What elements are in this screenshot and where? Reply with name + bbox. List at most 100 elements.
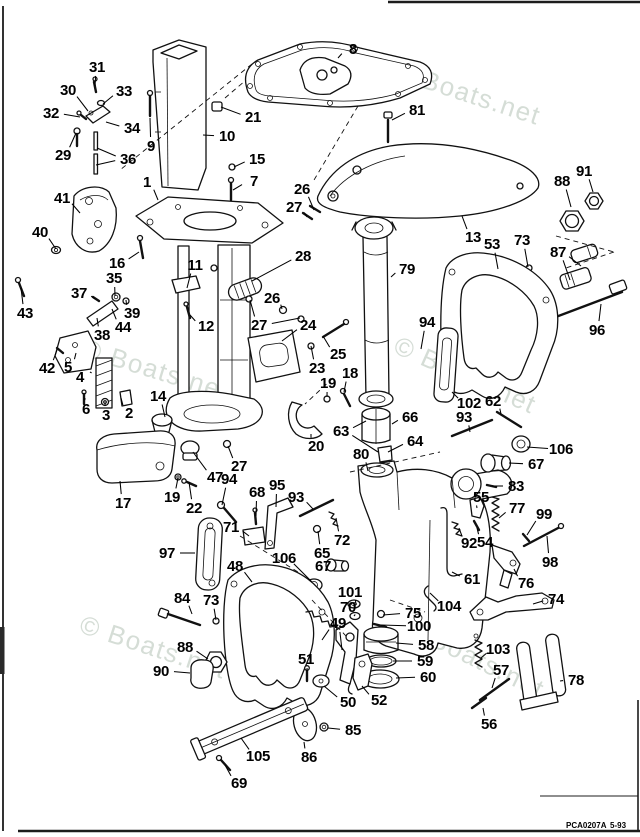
screw-22 bbox=[181, 478, 187, 484]
leader-line bbox=[365, 462, 369, 472]
cup-58 bbox=[363, 626, 399, 642]
part-label-57: 57 bbox=[493, 662, 509, 679]
leader-line bbox=[119, 480, 122, 495]
cover-17 bbox=[96, 430, 176, 484]
spring-49 bbox=[305, 610, 339, 633]
front-mount-bracket bbox=[14, 186, 117, 298]
reverse-lock-parts bbox=[470, 633, 567, 711]
hook-104 bbox=[423, 585, 437, 612]
part-label-28: 28 bbox=[295, 248, 311, 265]
leader-line bbox=[69, 132, 77, 148]
part-label-43: 43 bbox=[17, 305, 33, 322]
part-label-6: 6 bbox=[82, 401, 90, 418]
part-label-42: 42 bbox=[39, 360, 55, 377]
part-label-66: 66 bbox=[402, 409, 418, 426]
nut-88 bbox=[559, 210, 585, 232]
part-label-54: 54 bbox=[477, 534, 494, 551]
clamp-34 bbox=[85, 105, 111, 124]
part-label-86: 86 bbox=[301, 749, 317, 766]
clamp-hardware-left bbox=[157, 607, 228, 689]
pin-27 bbox=[301, 211, 314, 221]
leader-line bbox=[482, 707, 485, 716]
mount-link-parts bbox=[195, 497, 350, 592]
part-label-61: 61 bbox=[464, 571, 480, 588]
part-label-94: 94 bbox=[419, 314, 436, 331]
grommet-35 bbox=[111, 292, 121, 302]
leader-line bbox=[232, 184, 243, 191]
leader-line bbox=[102, 95, 114, 105]
leader-line bbox=[461, 215, 468, 230]
leader-line bbox=[188, 481, 193, 500]
leader-line bbox=[76, 96, 89, 112]
drawing-code: PCA0207A 5-93 bbox=[566, 821, 627, 830]
part-label-37: 37 bbox=[71, 285, 87, 302]
washer-106 bbox=[511, 435, 531, 453]
part-label-23: 23 bbox=[309, 360, 325, 377]
leader-line bbox=[303, 212, 308, 218]
lever-76 bbox=[491, 544, 521, 575]
leader-line bbox=[354, 600, 357, 606]
part-label-40: 40 bbox=[32, 224, 48, 241]
screw-32 bbox=[76, 110, 82, 116]
leader-line bbox=[451, 391, 459, 399]
part-label-90: 90 bbox=[153, 663, 169, 680]
part-label-80: 80 bbox=[353, 446, 369, 463]
leader-line bbox=[202, 134, 215, 137]
construction-lines bbox=[119, 63, 615, 637]
pin-36 bbox=[93, 131, 99, 151]
part-label-83: 83 bbox=[508, 478, 524, 495]
part-label-98: 98 bbox=[542, 554, 558, 571]
leader-line bbox=[498, 511, 506, 519]
part-label-101: 101 bbox=[338, 584, 362, 601]
leader-line bbox=[303, 741, 306, 749]
leader-line bbox=[526, 520, 537, 536]
rod-98 bbox=[522, 525, 562, 548]
leader-line bbox=[343, 381, 347, 393]
part-label-87: 87 bbox=[550, 244, 566, 261]
leader-line bbox=[532, 600, 544, 605]
part-label-67: 67 bbox=[528, 456, 544, 473]
leader-line bbox=[233, 161, 245, 168]
leader-line bbox=[317, 530, 321, 545]
part-label-1: 1 bbox=[143, 174, 151, 191]
part-label-13: 13 bbox=[465, 229, 481, 246]
link-95 bbox=[264, 497, 294, 550]
part-label-30: 30 bbox=[60, 82, 76, 99]
clamp-20 bbox=[287, 401, 323, 440]
leader-line bbox=[220, 106, 241, 115]
bore-80 bbox=[360, 462, 394, 478]
part-label-67: 67 bbox=[315, 558, 331, 575]
part-label-88: 88 bbox=[177, 639, 193, 656]
part-label-94: 94 bbox=[221, 471, 238, 488]
leader-line bbox=[95, 160, 116, 166]
leader-line bbox=[339, 631, 343, 651]
leader-line bbox=[186, 273, 192, 289]
washer-101 bbox=[347, 599, 361, 609]
leader-line bbox=[71, 203, 81, 214]
part-label-58: 58 bbox=[418, 637, 434, 654]
part-label-78: 78 bbox=[568, 672, 584, 689]
pin-54 bbox=[472, 519, 481, 532]
motor-mount-cover bbox=[96, 430, 238, 524]
part-label-97: 97 bbox=[159, 545, 175, 562]
pin-56 bbox=[470, 696, 488, 710]
bolt-43 bbox=[14, 276, 22, 284]
part-label-92: 92 bbox=[461, 535, 477, 552]
leader-line bbox=[52, 349, 58, 361]
leader-line bbox=[458, 527, 463, 536]
part-label-55: 55 bbox=[473, 489, 489, 506]
leader-line bbox=[281, 329, 298, 342]
part-label-39: 39 bbox=[124, 305, 140, 322]
part-label-48: 48 bbox=[227, 558, 243, 575]
leader-line bbox=[307, 196, 315, 211]
leader-line bbox=[491, 677, 496, 689]
part-label-18: 18 bbox=[342, 365, 358, 382]
bushings-87 bbox=[559, 243, 599, 290]
part-label-3: 3 bbox=[102, 407, 110, 424]
part-label-32: 32 bbox=[43, 105, 59, 122]
part-label-81: 81 bbox=[409, 102, 425, 119]
part-label-75: 75 bbox=[405, 605, 421, 622]
part-label-19: 19 bbox=[320, 375, 336, 392]
rod-93 bbox=[450, 418, 494, 438]
